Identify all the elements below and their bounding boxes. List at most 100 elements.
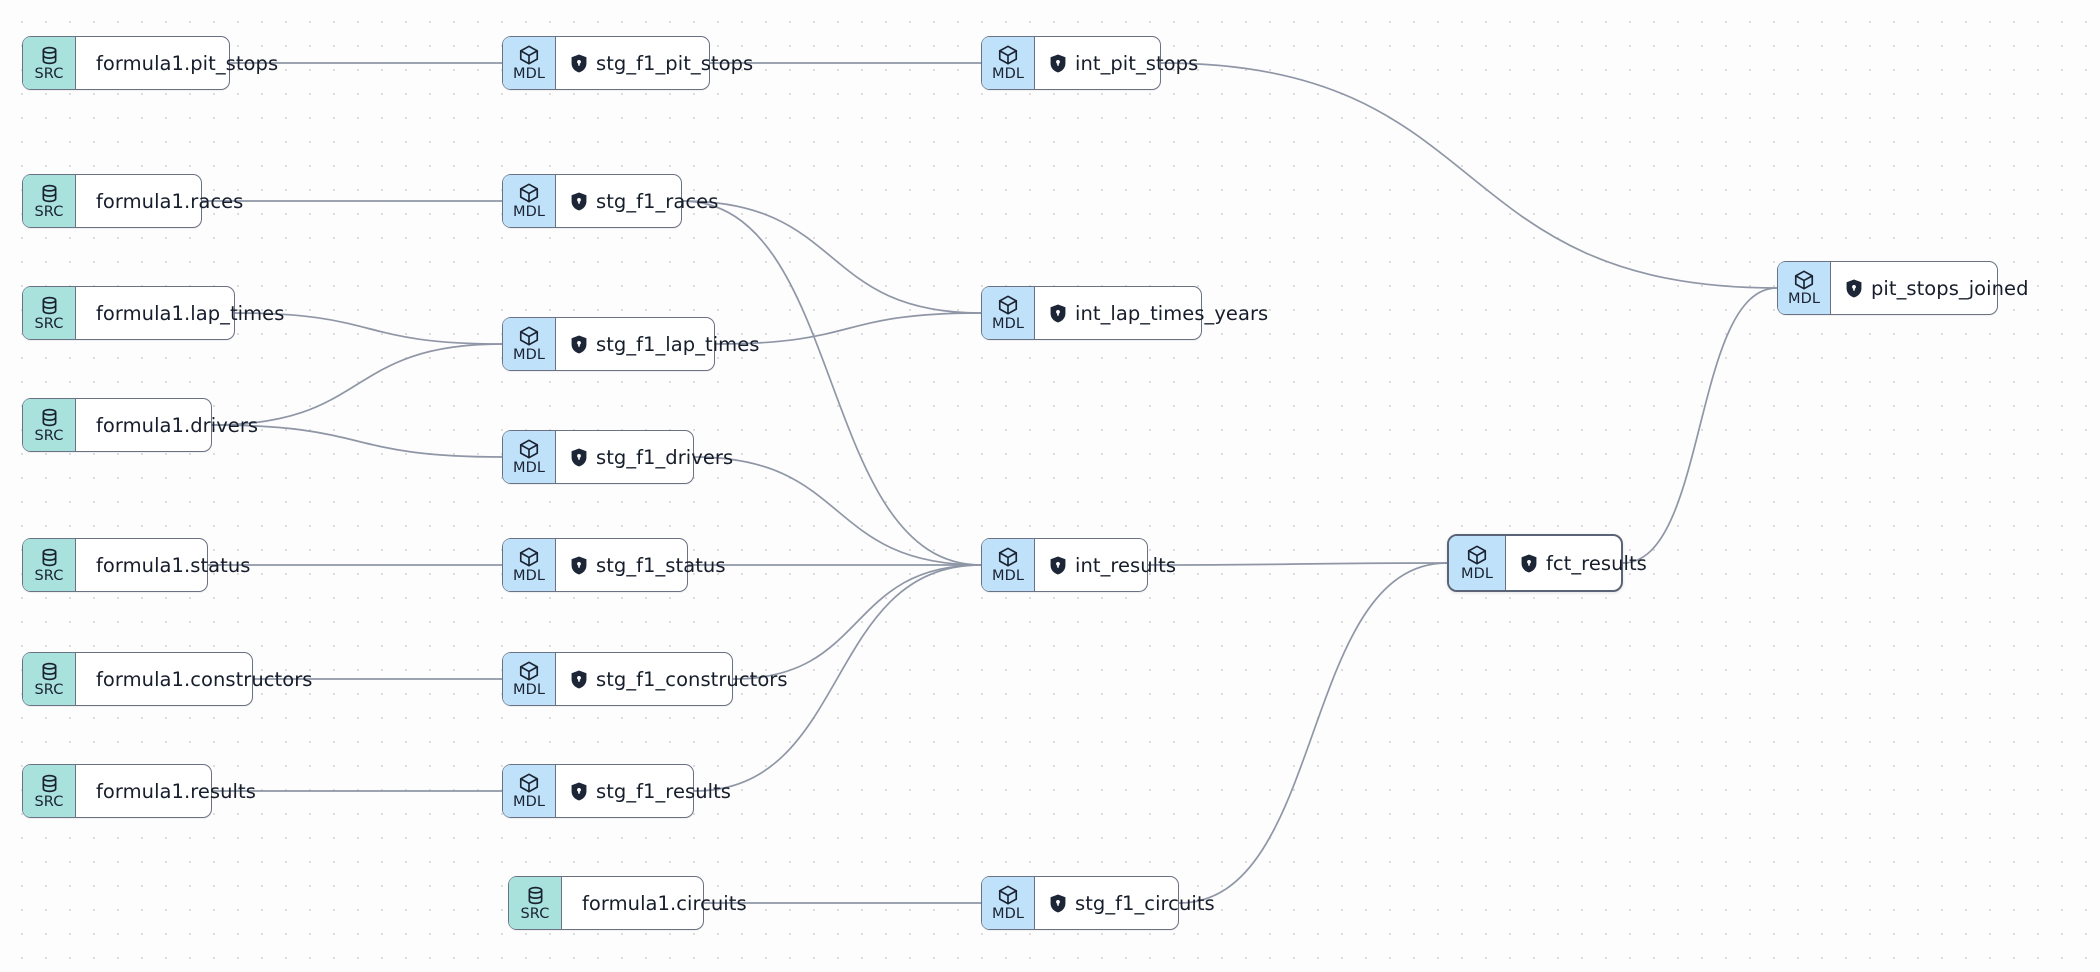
node-body: int_lap_times_years <box>1035 287 1286 339</box>
database-icon <box>39 773 60 795</box>
node-label: formula1.drivers <box>96 413 259 437</box>
badge-label: SRC <box>34 427 64 444</box>
node-label: stg_f1_constructors <box>596 667 788 691</box>
node-body: stg_f1_pit_stops <box>556 37 771 89</box>
node-label: int_lap_times_years <box>1075 301 1269 325</box>
badge-label: SRC <box>34 567 64 584</box>
node-body: stg_f1_races <box>556 175 736 227</box>
shield-lock-icon <box>570 556 588 575</box>
edge-stg_races-to-int_results <box>681 200 982 566</box>
badge-label: MDL <box>991 568 1025 585</box>
badge-label: SRC <box>34 315 64 332</box>
node-stg_results[interactable]: MDL stg_f1_results <box>502 764 731 818</box>
node-label: stg_f1_results <box>596 779 731 803</box>
node-label: formula1.status <box>96 553 251 577</box>
source-badge: SRC <box>23 765 76 817</box>
source-badge: SRC <box>23 287 76 339</box>
node-body: formula1.circuits <box>562 877 765 929</box>
shield-lock-icon <box>570 670 588 689</box>
database-icon <box>39 45 60 67</box>
node-src_results[interactable]: SRC formula1.results <box>22 764 256 818</box>
shield-lock-icon <box>570 782 588 801</box>
badge-label: MDL <box>512 204 546 221</box>
shield-lock-icon <box>1845 279 1863 298</box>
badge-label: MDL <box>512 568 546 585</box>
node-label: stg_f1_races <box>596 189 719 213</box>
cube-icon <box>518 438 540 461</box>
node-body: formula1.lap_times <box>76 287 302 339</box>
badge-label: MDL <box>1460 566 1494 583</box>
cube-icon <box>518 772 540 795</box>
badge-label: MDL <box>991 66 1025 83</box>
shield-lock-icon <box>570 448 588 467</box>
model-badge: MDL <box>503 539 556 591</box>
model-badge: MDL <box>503 653 556 705</box>
node-body: formula1.pit_stops <box>76 37 296 89</box>
node-stg_status[interactable]: MDL stg_f1_status <box>502 538 725 592</box>
node-label: fct_results <box>1546 551 1647 575</box>
node-body: stg_f1_results <box>556 765 749 817</box>
node-src_status[interactable]: SRC formula1.status <box>22 538 250 592</box>
shield-lock-icon <box>1049 304 1067 323</box>
shield-lock-icon <box>1049 894 1067 913</box>
edge-stg_circuits-to-fct_results <box>1178 562 1448 904</box>
node-label: formula1.pit_stops <box>96 51 279 75</box>
node-body: formula1.races <box>76 175 261 227</box>
node-label: int_pit_stops <box>1075 51 1199 75</box>
source-badge: SRC <box>23 653 76 705</box>
model-badge: MDL <box>503 431 556 483</box>
model-badge: MDL <box>503 765 556 817</box>
shield-lock-icon <box>570 54 588 73</box>
source-badge: SRC <box>23 399 76 451</box>
node-body: int_results <box>1035 539 1194 591</box>
model-badge: MDL <box>1778 262 1831 314</box>
cube-icon <box>1793 269 1815 292</box>
cube-icon <box>518 182 540 205</box>
badge-label: MDL <box>512 347 546 364</box>
model-badge: MDL <box>982 37 1035 89</box>
node-fct_results[interactable]: MDL fct_results <box>1447 534 1647 592</box>
model-badge: MDL <box>982 539 1035 591</box>
node-stg_races[interactable]: MDL stg_f1_races <box>502 174 718 228</box>
node-body: stg_f1_constructors <box>556 653 806 705</box>
node-src_races[interactable]: SRC formula1.races <box>22 174 243 228</box>
node-stg_drivers[interactable]: MDL stg_f1_drivers <box>502 430 733 484</box>
edge-int_pit_stops-to-pit_stops_joined <box>1160 62 1778 289</box>
node-body: stg_f1_drivers <box>556 431 751 483</box>
cube-icon <box>518 44 540 67</box>
cube-icon <box>518 325 540 348</box>
node-label: pit_stops_joined <box>1871 276 2029 300</box>
cube-icon <box>997 546 1019 569</box>
node-label: stg_f1_status <box>596 553 726 577</box>
node-body: formula1.drivers <box>76 399 276 451</box>
badge-label: SRC <box>34 203 64 220</box>
node-label: formula1.results <box>96 779 256 803</box>
badge-label: MDL <box>512 794 546 811</box>
node-label: formula1.circuits <box>582 891 747 915</box>
node-label: stg_f1_drivers <box>596 445 734 469</box>
node-body: stg_f1_circuits <box>1035 877 1233 929</box>
node-pit_stops_joined[interactable]: MDL pit_stops_joined <box>1777 261 2028 315</box>
node-int_pit_stops[interactable]: MDL int_pit_stops <box>981 36 1198 90</box>
node-label: formula1.races <box>96 189 244 213</box>
badge-label: MDL <box>512 66 546 83</box>
node-src_drivers[interactable]: SRC formula1.drivers <box>22 398 258 452</box>
shield-lock-icon <box>570 192 588 211</box>
model-badge: MDL <box>503 318 556 370</box>
node-body: formula1.results <box>76 765 274 817</box>
node-stg_constructors[interactable]: MDL stg_f1_constructors <box>502 652 788 706</box>
badge-label: MDL <box>991 906 1025 923</box>
model-badge: MDL <box>503 175 556 227</box>
database-icon <box>39 547 60 569</box>
badge-label: MDL <box>512 460 546 477</box>
